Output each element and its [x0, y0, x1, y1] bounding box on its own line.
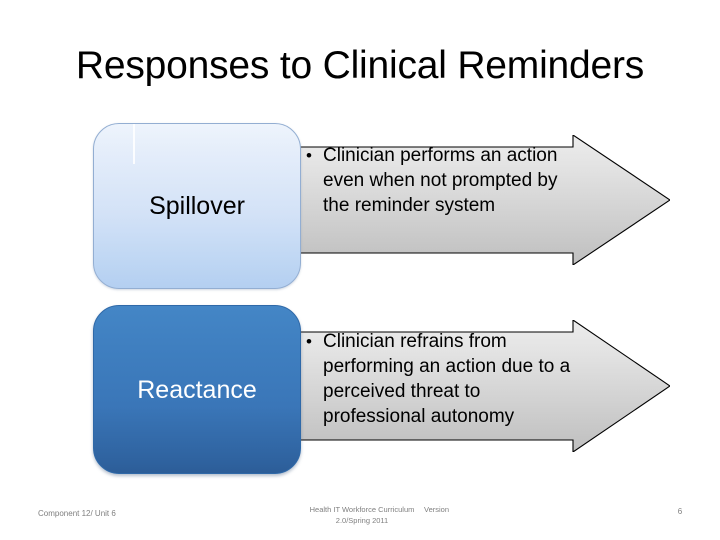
arrow-text-spillover: Clinician performs an action even when n…: [306, 143, 574, 218]
arrow-text-reactance: Clinician refrains from performing an ac…: [306, 329, 574, 429]
footer-curriculum-line1: Health IT Workforce Curriculum: [309, 505, 415, 514]
shape-spillover[interactable]: Spillover: [93, 123, 301, 289]
diagram-row-spillover: Clinician performs an action even when n…: [0, 123, 720, 289]
footer-page-number: 6: [677, 507, 683, 516]
shape-label: Spillover: [149, 192, 245, 220]
diagram-row-reactance: Clinician refrains from performing an ac…: [0, 305, 720, 474]
footer-component-unit: Component 12/ Unit 6: [38, 509, 116, 518]
bullet-item: Clinician refrains from performing an ac…: [306, 329, 574, 429]
footer-curriculum-line2: 2.0/Spring 2011: [335, 516, 389, 525]
bullet-item: Clinician performs an action even when n…: [306, 143, 574, 218]
footer-curriculum: Health IT Workforce Curriculum 2.0/Sprin…: [212, 504, 512, 526]
shape-reactance[interactable]: Reactance: [93, 305, 301, 474]
footer-version-label: Version: [424, 505, 450, 514]
slide-footer: Component 12/ Unit 6 Health IT Workforce…: [0, 500, 720, 540]
page-title: Responses to Clinical Reminders: [75, 44, 645, 87]
shape-label: Reactance: [137, 375, 257, 404]
